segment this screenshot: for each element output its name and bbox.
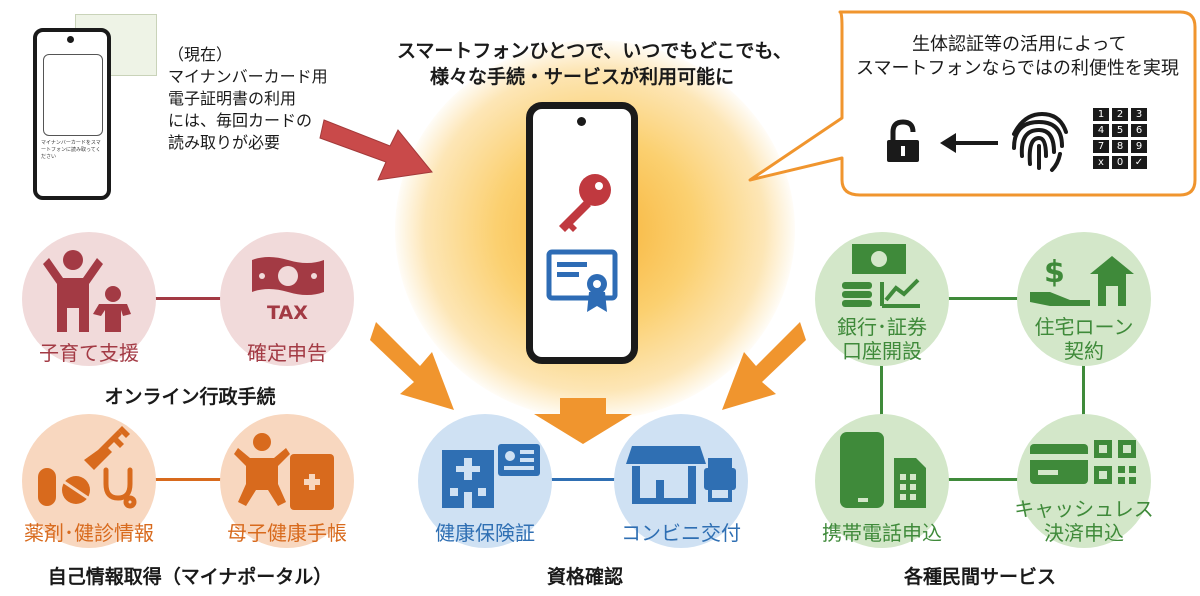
connector-admin [150, 297, 230, 300]
camera-dot [577, 117, 586, 126]
headline-line1: スマートフォンひとつで、いつでもどこでも、 [397, 40, 792, 62]
label-mortgage-1: 住宅ローン [1034, 315, 1134, 339]
orange-arrow-down [534, 398, 632, 444]
svg-text:$: $ [1044, 255, 1065, 290]
mobile-sim-icon [840, 432, 926, 508]
key: 8 [1112, 140, 1128, 153]
key-icon [559, 174, 611, 232]
label-tax: 確定申告 [247, 341, 327, 365]
center-smartphone [526, 102, 638, 364]
label-mortgage-2: 契約 [1064, 339, 1104, 363]
medicine-icon [38, 426, 137, 509]
note-line-3: 電子証明書の利用 [168, 89, 297, 108]
key: 0 [1112, 156, 1128, 169]
key: 3 [1131, 108, 1147, 121]
orange-arrow-right [722, 322, 806, 410]
key: 2 [1112, 108, 1128, 121]
cashless-icon [1030, 440, 1136, 484]
tax-label: TAX [267, 302, 308, 324]
mortgage-icon: $ [1030, 255, 1134, 306]
category-admin: オンライン行政手続 [104, 386, 276, 408]
key: ✓ [1131, 156, 1147, 169]
hospital-card-icon [442, 444, 540, 508]
key: x [1093, 156, 1109, 169]
label-bank-2: 口座開設 [842, 339, 922, 363]
category-self-info: 自己情報取得（マイナポータル） [47, 566, 333, 588]
certificate-icon [546, 249, 618, 312]
label-childcare: 子育て支援 [39, 341, 139, 365]
bubble-line2: スマートフォンならではの利便性を実現 [856, 58, 1179, 79]
key: 5 [1112, 124, 1128, 137]
orange-arrow-left [370, 322, 454, 410]
connector-private-right [1082, 360, 1085, 416]
bubble-line1: 生体認証等の活用によって [912, 34, 1127, 55]
connector-qual [548, 478, 628, 481]
key: 7 [1093, 140, 1109, 153]
connector-private-left [880, 360, 883, 416]
key: 4 [1093, 124, 1109, 137]
note-line-4: には、毎回カードの [168, 111, 313, 130]
headline-line2: 様々な手続・サービスが利用可能に [430, 66, 735, 88]
bank-icon [842, 244, 920, 308]
label-mother-child: 母子健康手帳 [227, 521, 347, 545]
label-convenience: コンビニ交付 [621, 521, 741, 545]
connector-private-top [945, 297, 1027, 300]
connector-private-bottom [945, 478, 1027, 481]
key: 9 [1131, 140, 1147, 153]
mother-child-icon [234, 433, 334, 510]
red-arrow [319, 119, 433, 181]
circle-tax [220, 232, 354, 366]
key: 6 [1131, 124, 1147, 137]
fingerprint-icon [1012, 111, 1068, 172]
note-line-2: マイナンバーカード用 [168, 67, 328, 86]
phone-card-text: マイナンバーカードをスマートフォンに読み取ってください [41, 140, 101, 160]
key: 1 [1093, 108, 1109, 121]
speech-bubble [748, 10, 1197, 197]
arrow-left-icon [940, 133, 998, 153]
note-line-1: （現在） [168, 45, 233, 64]
current-note: （現在） マイナンバーカード用 電子証明書の利用 には、毎回カードの 読み取りが… [138, 44, 328, 154]
note-line-5: 読み取りが必要 [168, 133, 281, 152]
label-cashless-1: キャッシュレス [1014, 497, 1154, 521]
label-cashless-2: 決済申込 [1044, 521, 1124, 545]
current-smartphone: マイナンバーカードをスマートフォンに読み取ってください [33, 28, 111, 200]
category-qualification: 資格確認 [546, 566, 623, 588]
label-insurance: 健康保険証 [435, 521, 535, 545]
tax-money-icon [252, 257, 324, 295]
label-medicine: 薬剤･健診情報 [24, 521, 154, 545]
connector-self [150, 478, 230, 481]
store-printer-icon [626, 446, 736, 504]
label-bank-1: 銀行･証券 [837, 315, 927, 339]
childcare-icon [43, 250, 131, 332]
keypad-icon: 1 2 3 4 5 6 7 8 9 x 0 ✓ [1093, 108, 1147, 170]
category-private: 各種民間サービス [903, 566, 1056, 588]
unlock-icon [887, 119, 919, 162]
label-mobile: 携帯電話申込 [822, 521, 942, 545]
